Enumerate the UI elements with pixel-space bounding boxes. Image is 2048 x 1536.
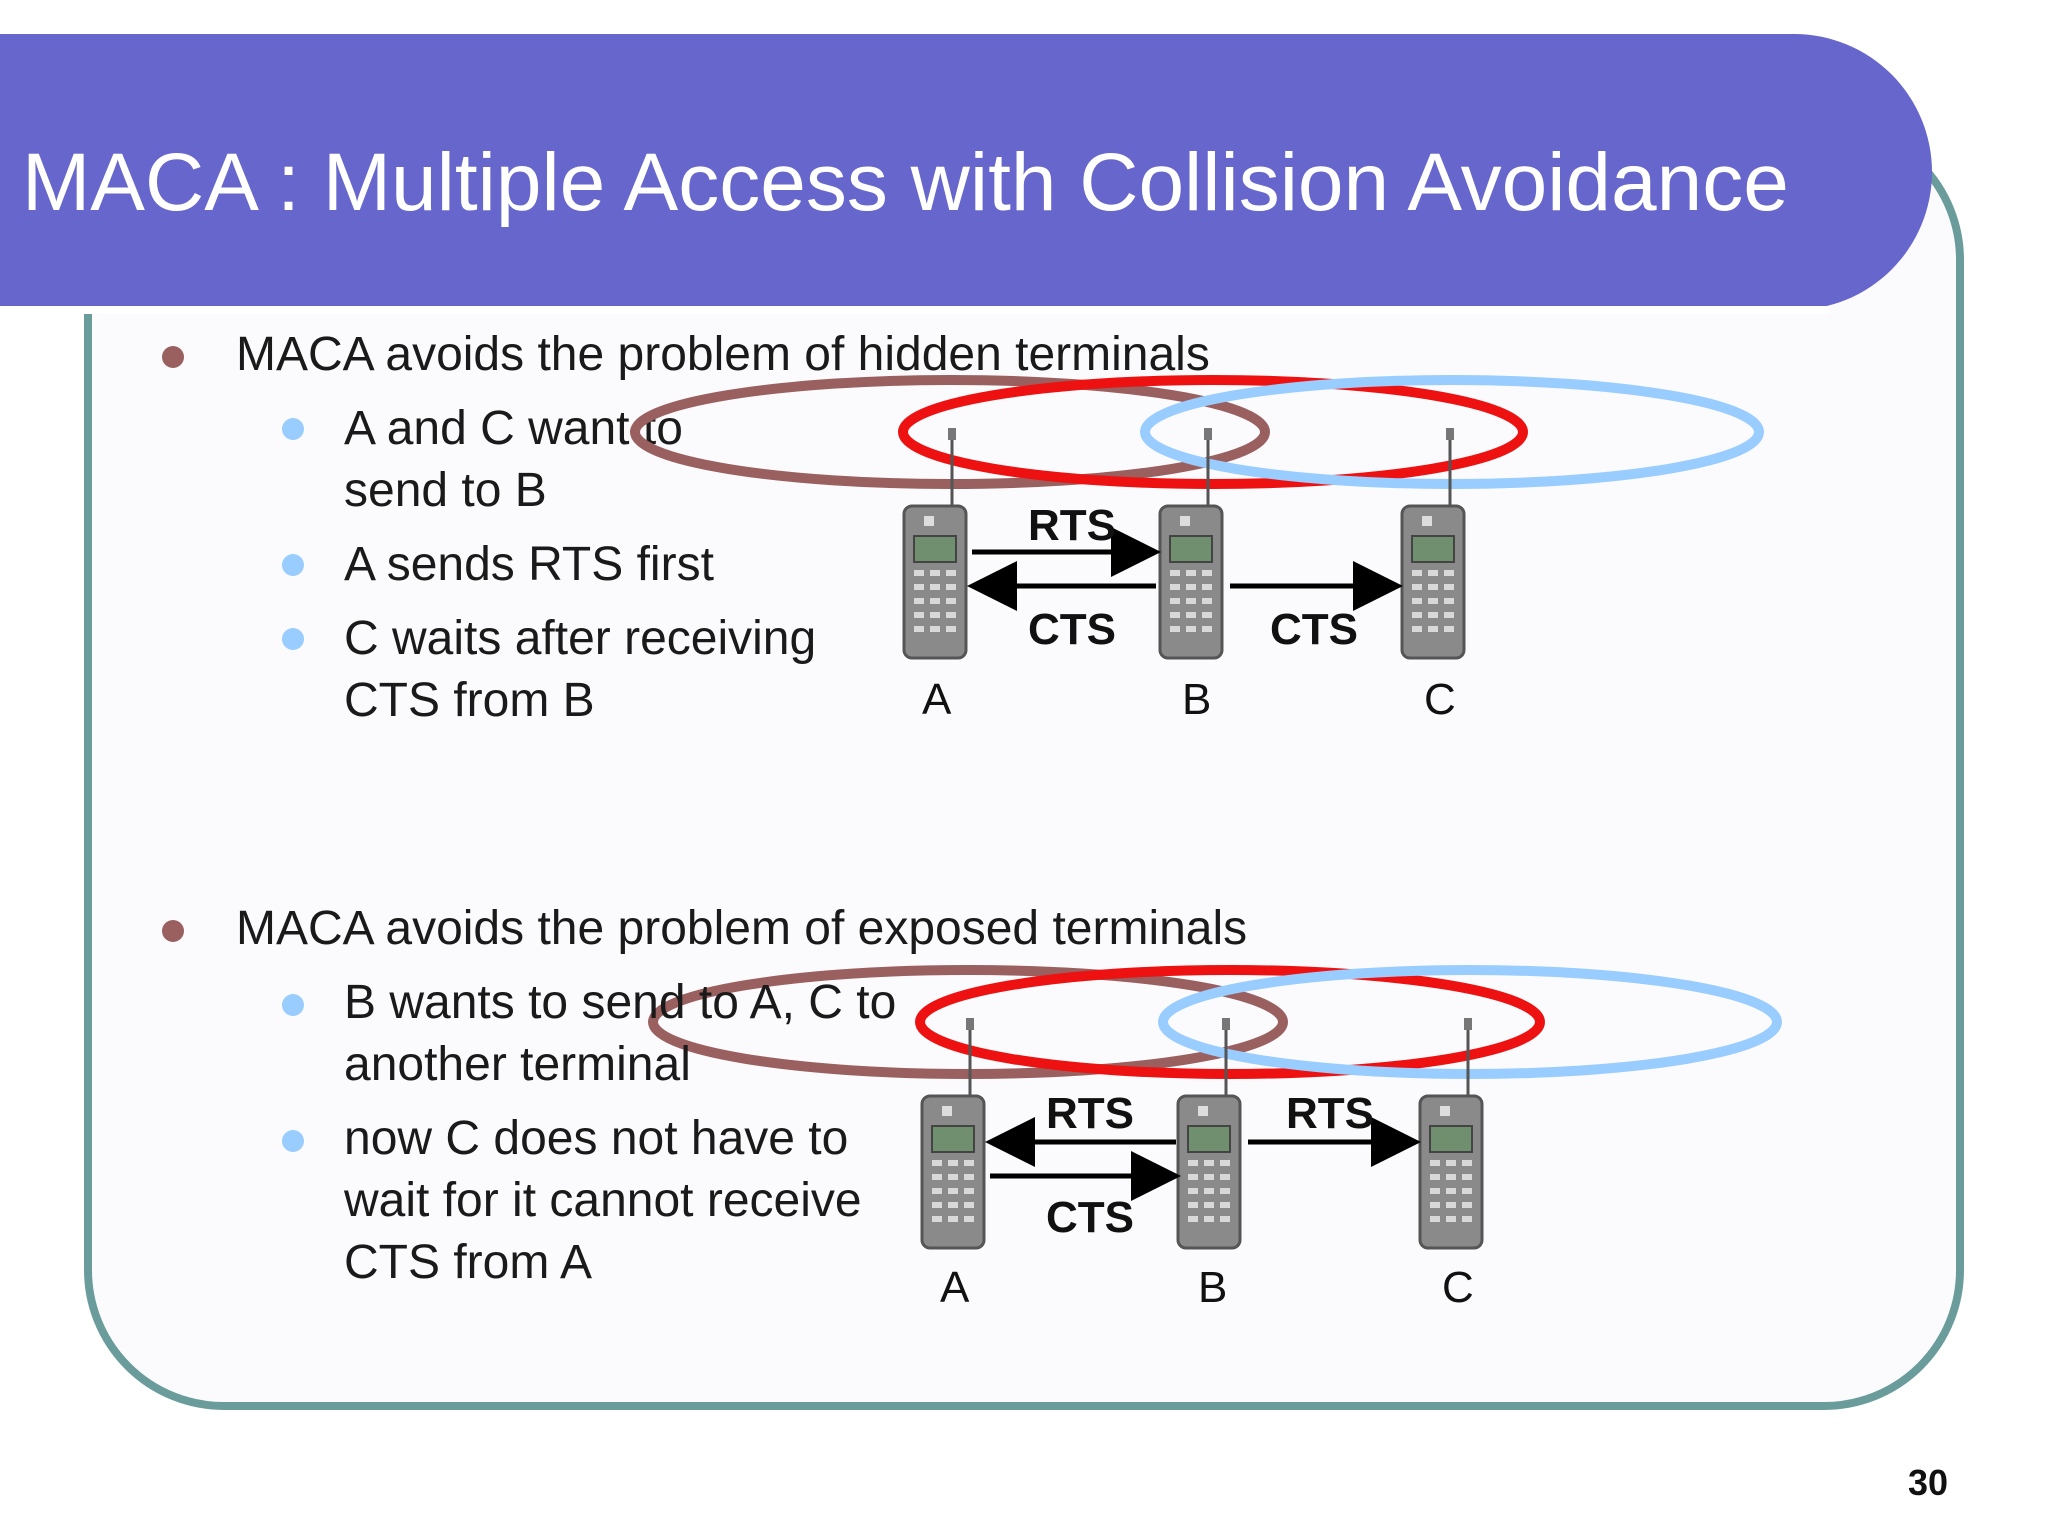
bullet-marker — [282, 418, 304, 440]
node-label-a: A — [940, 1263, 970, 1312]
cts-label-bc: CTS — [1270, 605, 1358, 654]
title-underline — [0, 306, 1830, 314]
rts-label-ba: RTS — [1046, 1089, 1134, 1138]
section2-point-2: now C does not have to wait for it canno… — [344, 1112, 862, 1289]
cts-label-ab: CTS — [1028, 605, 1116, 654]
bullet-marker — [282, 554, 304, 576]
rts-label-bc: RTS — [1286, 1089, 1374, 1138]
bullet-marker — [162, 920, 184, 942]
section2-point-1: B wants to send to A, C to another termi… — [344, 976, 897, 1091]
section1-point-2: A sends RTS first — [344, 538, 714, 591]
title-bar: MACA : Multiple Access with Collision Av… — [0, 34, 1932, 314]
node-label-b: B — [1198, 1263, 1227, 1312]
section1-heading: MACA avoids the problem of hidden termin… — [236, 328, 1210, 381]
range-ellipse-b — [898, 375, 1528, 489]
bullet-marker — [282, 1130, 304, 1152]
slide-title: MACA : Multiple Access with Collision Av… — [22, 137, 1789, 228]
node-label-a: A — [922, 675, 952, 724]
bullet-marker — [282, 994, 304, 1016]
slide-frame — [84, 120, 1964, 1410]
range-ellipse-c — [1158, 965, 1782, 1079]
range-ellipse-b — [915, 965, 1545, 1079]
range-ellipse-a — [648, 965, 1288, 1079]
node-label-c: C — [1424, 675, 1456, 724]
rts-label: RTS — [1028, 501, 1116, 550]
bullet-marker — [162, 346, 184, 368]
cts-label: CTS — [1046, 1193, 1134, 1242]
range-ellipse-c — [1140, 375, 1764, 489]
section1-point-1: A and C want to send to B — [344, 402, 683, 517]
bullet-marker — [282, 628, 304, 650]
page-number: 30 — [1907, 1462, 1948, 1503]
section2-heading: MACA avoids the problem of exposed termi… — [236, 902, 1248, 955]
range-ellipse-a — [630, 375, 1270, 489]
node-label-c: C — [1442, 1263, 1474, 1312]
node-label-b: B — [1182, 675, 1211, 724]
section1-point-3: C waits after receiving CTS from B — [344, 612, 817, 727]
